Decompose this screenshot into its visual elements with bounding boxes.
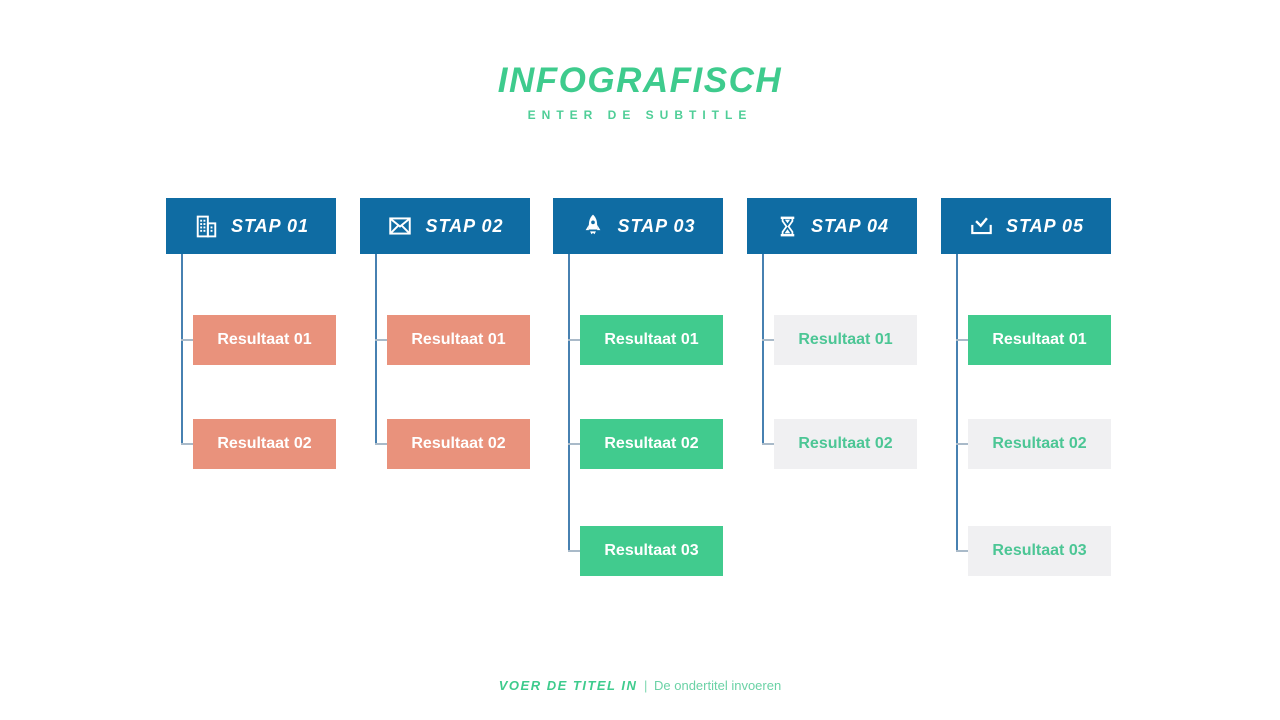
connector-line bbox=[181, 254, 183, 444]
result-box[interactable]: Resultaat 03 bbox=[568, 526, 723, 576]
step-label: STAP 01 bbox=[230, 215, 310, 236]
result-box[interactable]: Resultaat 02 bbox=[762, 419, 917, 469]
step-label: STAP 04 bbox=[810, 215, 890, 236]
step-column-1: STAP 01 Resultaat 01 Resultaat 02 bbox=[166, 198, 336, 618]
result-box[interactable]: Resultaat 01 bbox=[762, 315, 917, 365]
step-header-3[interactable]: STAP 03 bbox=[553, 198, 723, 254]
result-label: Resultaat 03 bbox=[992, 542, 1087, 559]
step-column-5: STAP 05 Resultaat 01 Resultaat 02 Result… bbox=[941, 198, 1111, 618]
step-header-1[interactable]: STAP 01 bbox=[166, 198, 336, 254]
connector-line bbox=[568, 254, 570, 551]
footer-title[interactable]: VOER DE TITEL IN bbox=[498, 678, 638, 693]
connector-line bbox=[956, 254, 958, 551]
page-title[interactable]: INFOGRAFISCH bbox=[497, 61, 783, 100]
envelope-icon bbox=[386, 213, 414, 239]
connector-line bbox=[375, 254, 377, 444]
result-label: Resultaat 02 bbox=[411, 435, 506, 452]
result-label: Resultaat 03 bbox=[604, 542, 699, 559]
result-box[interactable]: Resultaat 02 bbox=[181, 419, 336, 469]
step-header-5[interactable]: STAP 05 bbox=[941, 198, 1111, 254]
result-box[interactable]: Resultaat 02 bbox=[568, 419, 723, 469]
step-header-2[interactable]: STAP 02 bbox=[360, 198, 530, 254]
result-box[interactable]: Resultaat 01 bbox=[568, 315, 723, 365]
result-label: Resultaat 02 bbox=[217, 435, 312, 452]
result-box[interactable]: Resultaat 02 bbox=[956, 419, 1111, 469]
result-label: Resultaat 02 bbox=[992, 435, 1087, 452]
step-column-4: STAP 04 Resultaat 01 Resultaat 02 bbox=[747, 198, 917, 618]
title-block: INFOGRAFISCH ENTER DE SUBTITLE bbox=[0, 61, 1280, 122]
result-label: Resultaat 01 bbox=[604, 331, 699, 348]
result-label: Resultaat 02 bbox=[604, 435, 699, 452]
result-label: Resultaat 01 bbox=[217, 331, 312, 348]
step-header-4[interactable]: STAP 04 bbox=[747, 198, 917, 254]
step-column-2: STAP 02 Resultaat 01 Resultaat 02 bbox=[360, 198, 530, 618]
footer-separator: | bbox=[644, 678, 648, 693]
result-box[interactable]: Resultaat 02 bbox=[375, 419, 530, 469]
step-label: STAP 02 bbox=[425, 215, 504, 236]
footer: VOER DE TITEL IN | De ondertitel invoere… bbox=[0, 678, 1280, 693]
building-icon bbox=[193, 213, 220, 240]
result-label: Resultaat 01 bbox=[411, 331, 506, 348]
result-box[interactable]: Resultaat 01 bbox=[181, 315, 336, 365]
page-subtitle[interactable]: ENTER DE SUBTITLE bbox=[527, 107, 753, 122]
step-label: STAP 03 bbox=[617, 215, 696, 236]
step-column-3: STAP 03 Resultaat 01 Resultaat 02 Result… bbox=[553, 198, 723, 618]
rocket-icon bbox=[580, 212, 606, 240]
result-label: Resultaat 01 bbox=[798, 331, 893, 348]
result-label: Resultaat 01 bbox=[992, 331, 1087, 348]
result-box[interactable]: Resultaat 03 bbox=[956, 526, 1111, 576]
inbox-check-icon bbox=[968, 213, 995, 239]
connector-line bbox=[762, 254, 764, 444]
hourglass-icon bbox=[775, 213, 800, 240]
footer-subtitle[interactable]: De ondertitel invoeren bbox=[654, 678, 782, 693]
result-label: Resultaat 02 bbox=[798, 435, 893, 452]
step-label: STAP 05 bbox=[1005, 215, 1085, 236]
result-box[interactable]: Resultaat 01 bbox=[956, 315, 1111, 365]
result-box[interactable]: Resultaat 01 bbox=[375, 315, 530, 365]
